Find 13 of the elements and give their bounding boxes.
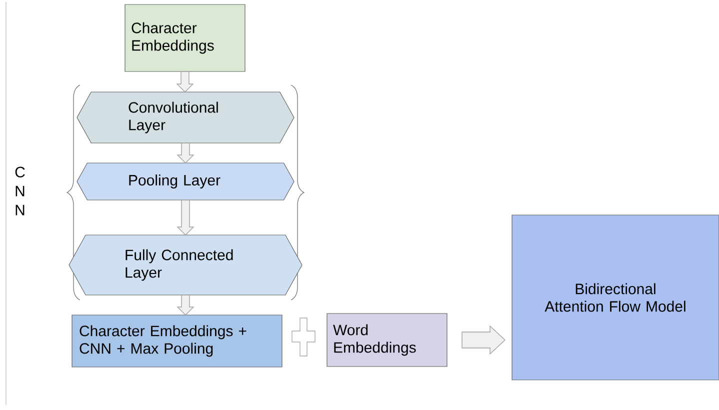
layer-hexagon: Fully Connected Layer xyxy=(68,234,302,296)
output-box: Character Embeddings + CNN + Max Pooling xyxy=(72,314,282,368)
layer-hexagon: Convolutional Layer xyxy=(76,92,294,144)
block-arrow xyxy=(462,325,506,355)
model-box: Bidirectional Attention Flow Model xyxy=(512,214,719,380)
layer-hexagon: Pooling Layer xyxy=(76,162,294,200)
input-box: Word Embeddings xyxy=(326,313,448,367)
input-box: Character Embeddings xyxy=(124,4,246,72)
side-label: C N N xyxy=(15,166,25,216)
block-arrow xyxy=(176,200,194,236)
block-arrow xyxy=(176,294,194,316)
block-arrow xyxy=(176,71,194,92)
block-arrow xyxy=(176,142,194,164)
